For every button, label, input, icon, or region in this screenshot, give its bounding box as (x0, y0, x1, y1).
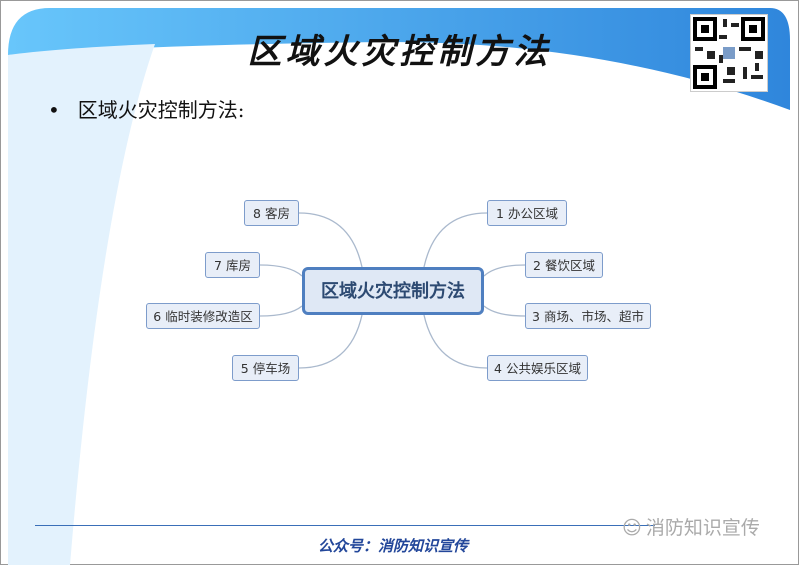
mindmap-node: 5 停车场 (232, 355, 299, 381)
watermark-text: 消防知识宣传 (645, 517, 760, 539)
mindmap-node: 2 餐饮区域 (525, 252, 603, 278)
mindmap-node: 8 客房 (244, 200, 299, 226)
footer-divider (35, 525, 655, 526)
mindmap-node: 6 临时装修改造区 (146, 303, 260, 329)
mindmap-node: 7 库房 (205, 252, 260, 278)
mindmap-node: 1 办公区域 (487, 200, 567, 226)
slide-title: 区域火灾控制方法 (247, 32, 552, 72)
mindmap-node: 4 公共娱乐区域 (487, 355, 588, 381)
wechat-icon: ☺ (622, 517, 642, 539)
bullet-text: 区域火灾控制方法: (77, 98, 245, 122)
mindmap-node: 3 商场、市场、超市 (525, 303, 651, 329)
qr-code (690, 14, 768, 92)
footer-text: 公众号：消防知识宣传 (318, 537, 469, 555)
bullet-item: •区域火灾控制方法: (48, 98, 245, 122)
mindmap-center-node: 区域火灾控制方法 (302, 267, 484, 315)
watermark: ☺消防知识宣传 (622, 513, 760, 540)
mindmap-connectors (259, 212, 526, 369)
